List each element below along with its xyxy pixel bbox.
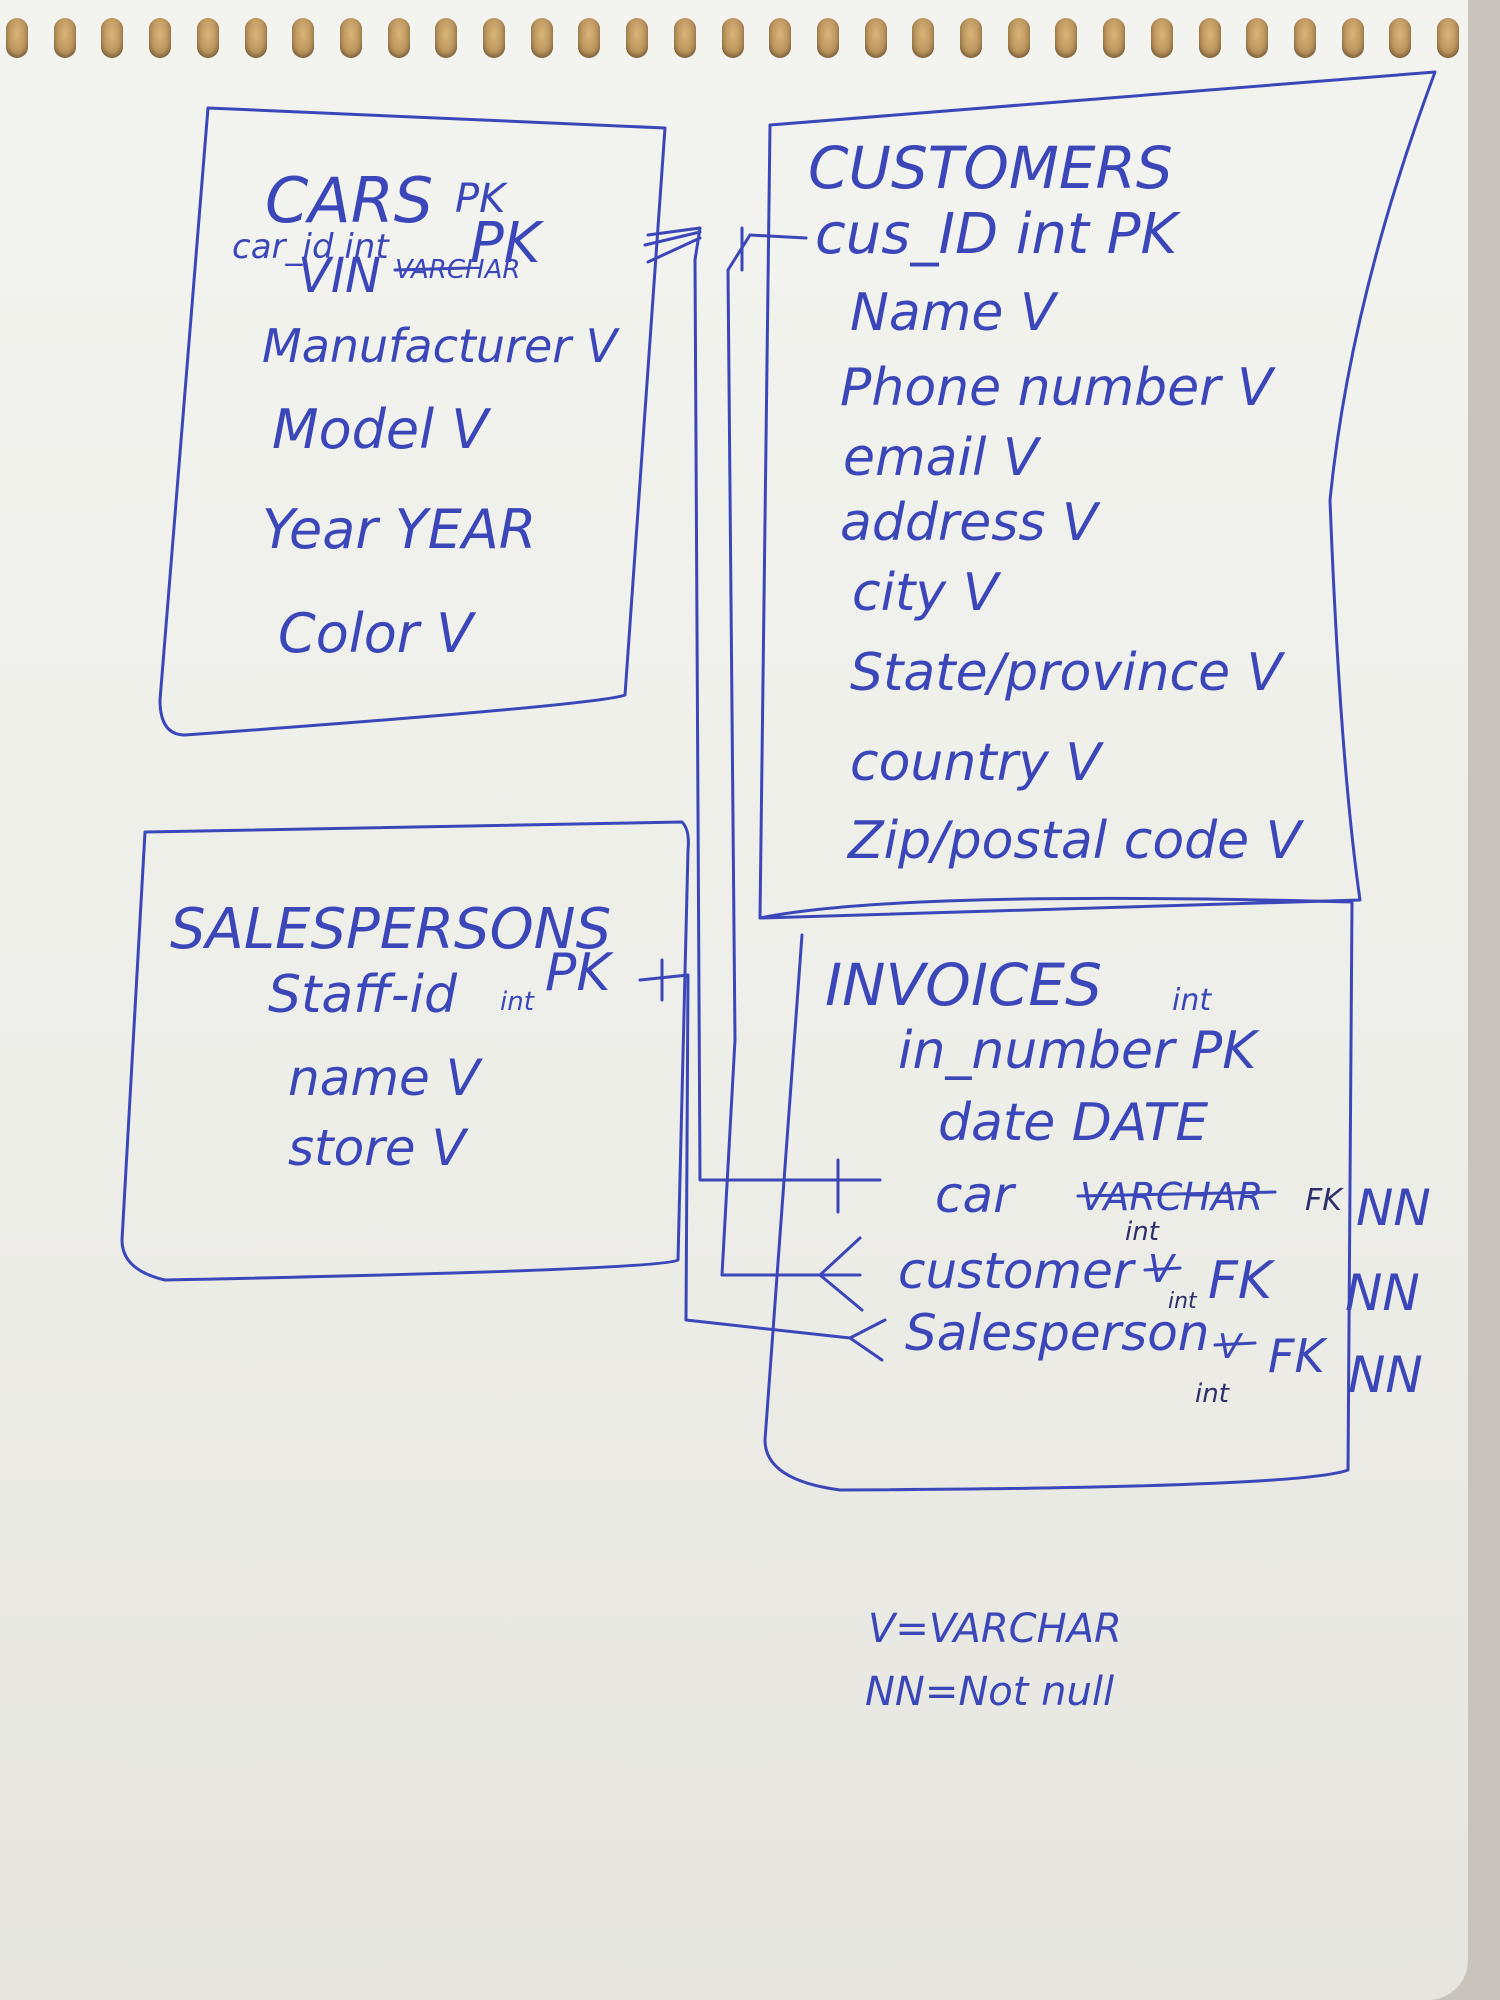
invoices-salesperson-strikethrough xyxy=(1213,1341,1257,1347)
customers-field-phone: Phone number V xyxy=(840,358,1276,418)
cars-table-box xyxy=(158,106,667,737)
binder-ring-icon xyxy=(1437,18,1459,58)
binder-ring-icon xyxy=(769,18,792,58)
binder-ring-icon xyxy=(626,18,649,58)
cars-pk-tag-top: PK xyxy=(455,176,508,222)
binder-ring-icon xyxy=(339,18,362,58)
binder-ring-icon xyxy=(864,18,887,58)
binder-ring-icon xyxy=(6,18,28,58)
nn-label-customer: NN xyxy=(1345,1264,1420,1322)
binder-ring-icon xyxy=(1103,18,1126,58)
binder-ring-icon xyxy=(1055,18,1078,58)
binder-ring-icon xyxy=(292,18,315,58)
invoices-customer-strikethrough xyxy=(1143,1266,1182,1272)
salespersons-table-box xyxy=(120,820,690,1282)
nn-label-salesperson: NN xyxy=(1348,1346,1423,1404)
invoices-salesperson-type: int xyxy=(1195,1379,1230,1409)
invoices-car-fk: FK xyxy=(1305,1183,1344,1218)
invoices-pk-field: in_number PK xyxy=(898,1021,1260,1081)
legend-not-null: NN=Not null xyxy=(865,1669,1114,1715)
salespersons-pk-field: Staff-id xyxy=(268,965,458,1025)
invoices-customer-field: customer xyxy=(898,1242,1137,1300)
invoices-salesperson-struck-type: V xyxy=(1218,1327,1244,1367)
invoices-customer-type: int xyxy=(1168,1289,1198,1314)
salespersons-field-store: store V xyxy=(288,1119,469,1177)
nn-label-car: NN xyxy=(1356,1179,1431,1237)
invoices-title-type: int xyxy=(1172,983,1212,1018)
invoices-customer-fk: FK xyxy=(1208,1251,1276,1311)
relationship-cars-invoices xyxy=(643,226,882,1214)
invoices-date-field: date DATE xyxy=(938,1093,1208,1153)
binder-ring-icon xyxy=(578,18,601,58)
salespersons-title: SALESPERSONS xyxy=(170,897,611,962)
customers-title: CUSTOMERS xyxy=(808,134,1173,202)
customers-field-zip: Zip/postal code V xyxy=(846,811,1305,871)
binder-ring-icon xyxy=(387,18,410,58)
invoices-salesperson-fk: FK xyxy=(1268,1329,1328,1383)
cars-field-model: Model V xyxy=(272,398,492,461)
binder-ring-icon xyxy=(196,18,219,58)
binder-ring-icon xyxy=(1389,18,1412,58)
customers-field-address: address V xyxy=(840,493,1101,553)
invoices-car-field: car xyxy=(935,1166,1017,1224)
invoices-salesperson-field: Salesperson xyxy=(905,1304,1209,1362)
binder-ring-icon xyxy=(1150,18,1173,58)
salespersons-pk-type: int xyxy=(500,987,535,1017)
binder-ring-icon xyxy=(483,18,505,58)
customers-field-city: city V xyxy=(852,563,1002,623)
binder-ring-icon xyxy=(1293,18,1316,58)
binder-ring-icon xyxy=(1198,18,1221,58)
customers-field-state: State/province V xyxy=(850,643,1286,703)
cars-field-manufacturer: Manufacturer V xyxy=(262,319,621,373)
binder-ring-icon xyxy=(53,18,76,58)
binder-ring-icon xyxy=(1007,18,1030,58)
binder-ring-icon xyxy=(912,18,935,58)
customers-pk-field: cus_ID int PK xyxy=(815,202,1181,267)
relationship-customers-invoices xyxy=(720,226,864,1312)
invoices-car-struck-type: VARCHAR xyxy=(1080,1175,1263,1219)
cars-title: CARS xyxy=(265,164,433,237)
cars-vin-field: VIN xyxy=(298,248,381,304)
salespersons-pk-tag: PK xyxy=(545,943,614,1003)
binder-ring-icon xyxy=(244,18,267,58)
customers-table-box xyxy=(758,70,1437,920)
cars-vin-strikethrough xyxy=(393,266,470,272)
customers-field-email: email V xyxy=(843,428,1042,488)
cars-field-color: Color V xyxy=(278,602,477,665)
invoices-car-type: int xyxy=(1125,1217,1160,1247)
relationship-salespersons-invoices xyxy=(638,958,887,1362)
legend-varchar: V=VARCHAR xyxy=(868,1606,1122,1652)
binder-ring-icon xyxy=(1341,18,1364,58)
invoices-table-box xyxy=(758,896,1354,1492)
binder-ring-icon xyxy=(101,18,124,58)
invoices-title: INVOICES xyxy=(825,951,1102,1019)
binder-ring-icon xyxy=(149,18,172,58)
cars-vin-pk-tag: PK xyxy=(470,211,545,276)
binder-ring-icon xyxy=(530,18,553,58)
binder-ring-icon xyxy=(816,18,839,58)
customers-field-country: country V xyxy=(850,733,1104,793)
cars-id-field: car_id int xyxy=(232,227,390,267)
binder-ring-icon xyxy=(1246,18,1269,58)
binder-ring-icon xyxy=(960,18,982,58)
customers-field-name: Name V xyxy=(850,283,1059,343)
binder-ring-icon xyxy=(721,18,744,58)
invoices-car-strikethrough xyxy=(1076,1190,1277,1198)
binder-ring-icon xyxy=(673,18,696,58)
binder-ring-icon xyxy=(435,18,458,58)
salespersons-field-name: name V xyxy=(288,1049,484,1107)
spiral-binding xyxy=(0,18,1468,66)
cars-field-year: Year YEAR xyxy=(262,498,536,561)
